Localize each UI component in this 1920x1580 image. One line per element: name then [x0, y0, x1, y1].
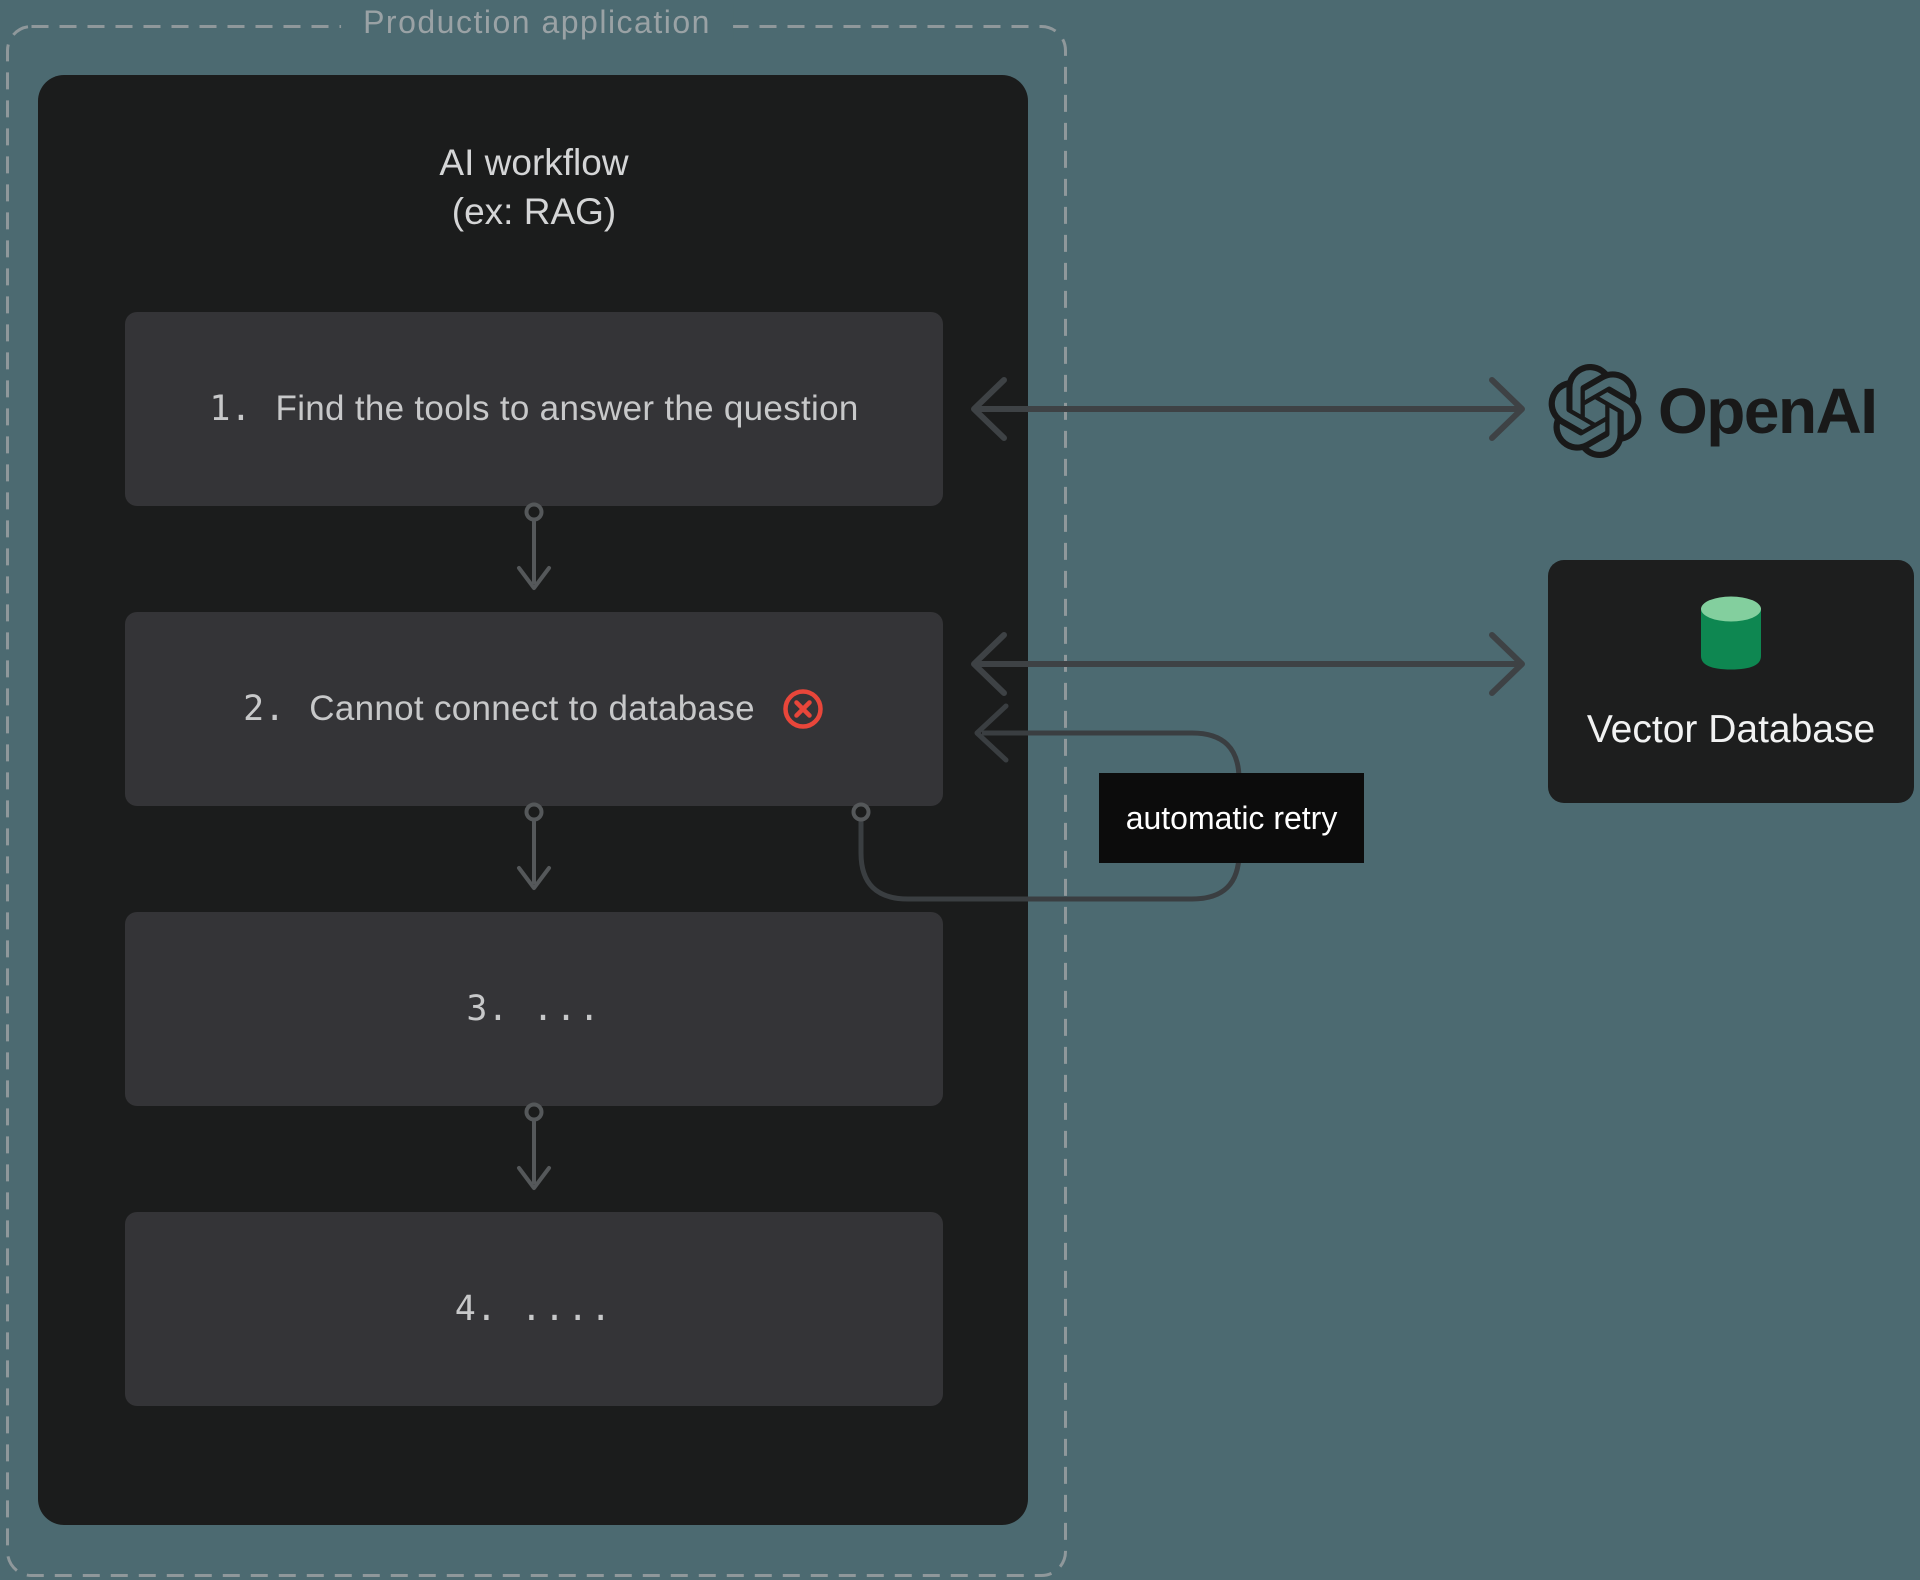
vector-database-card: Vector Database [1548, 560, 1914, 803]
step-number: 4. [454, 1289, 497, 1329]
arrow-step2-vectordb [971, 632, 1525, 696]
workflow-title-line1: AI workflow [439, 142, 629, 183]
openai-logo-icon [1548, 364, 1642, 458]
arrow-step1-openai [971, 377, 1525, 441]
openai-service: OpenAI [1548, 362, 1878, 460]
workflow-step-2: 2. Cannot connect to database [125, 612, 943, 806]
step-number: 1. [209, 389, 252, 429]
workflow-title-line2: (ex: RAG) [451, 191, 617, 232]
step-text: Cannot connect to database [309, 689, 755, 728]
step-text: Find the tools to answer the question [275, 389, 859, 428]
database-cylinder-icon [1701, 596, 1761, 670]
vector-database-label: Vector Database [1586, 708, 1876, 751]
workflow-step-1: 1. Find the tools to answer the question [125, 312, 943, 506]
production-application-label: Production application [341, 4, 733, 41]
error-circle-x-icon [783, 689, 823, 729]
openai-wordmark: OpenAI [1658, 375, 1878, 447]
workflow-step-3: 3. ... [125, 912, 943, 1106]
workflow-title: AI workflow (ex: RAG) [125, 138, 943, 236]
step-number: 3. [466, 989, 509, 1029]
workflow-step-4: 4. .... [125, 1212, 943, 1406]
step-text: .... [520, 1289, 614, 1329]
automatic-retry-label: automatic retry [1099, 773, 1364, 863]
step-number: 2. [243, 689, 286, 729]
step-text: ... [532, 989, 602, 1029]
